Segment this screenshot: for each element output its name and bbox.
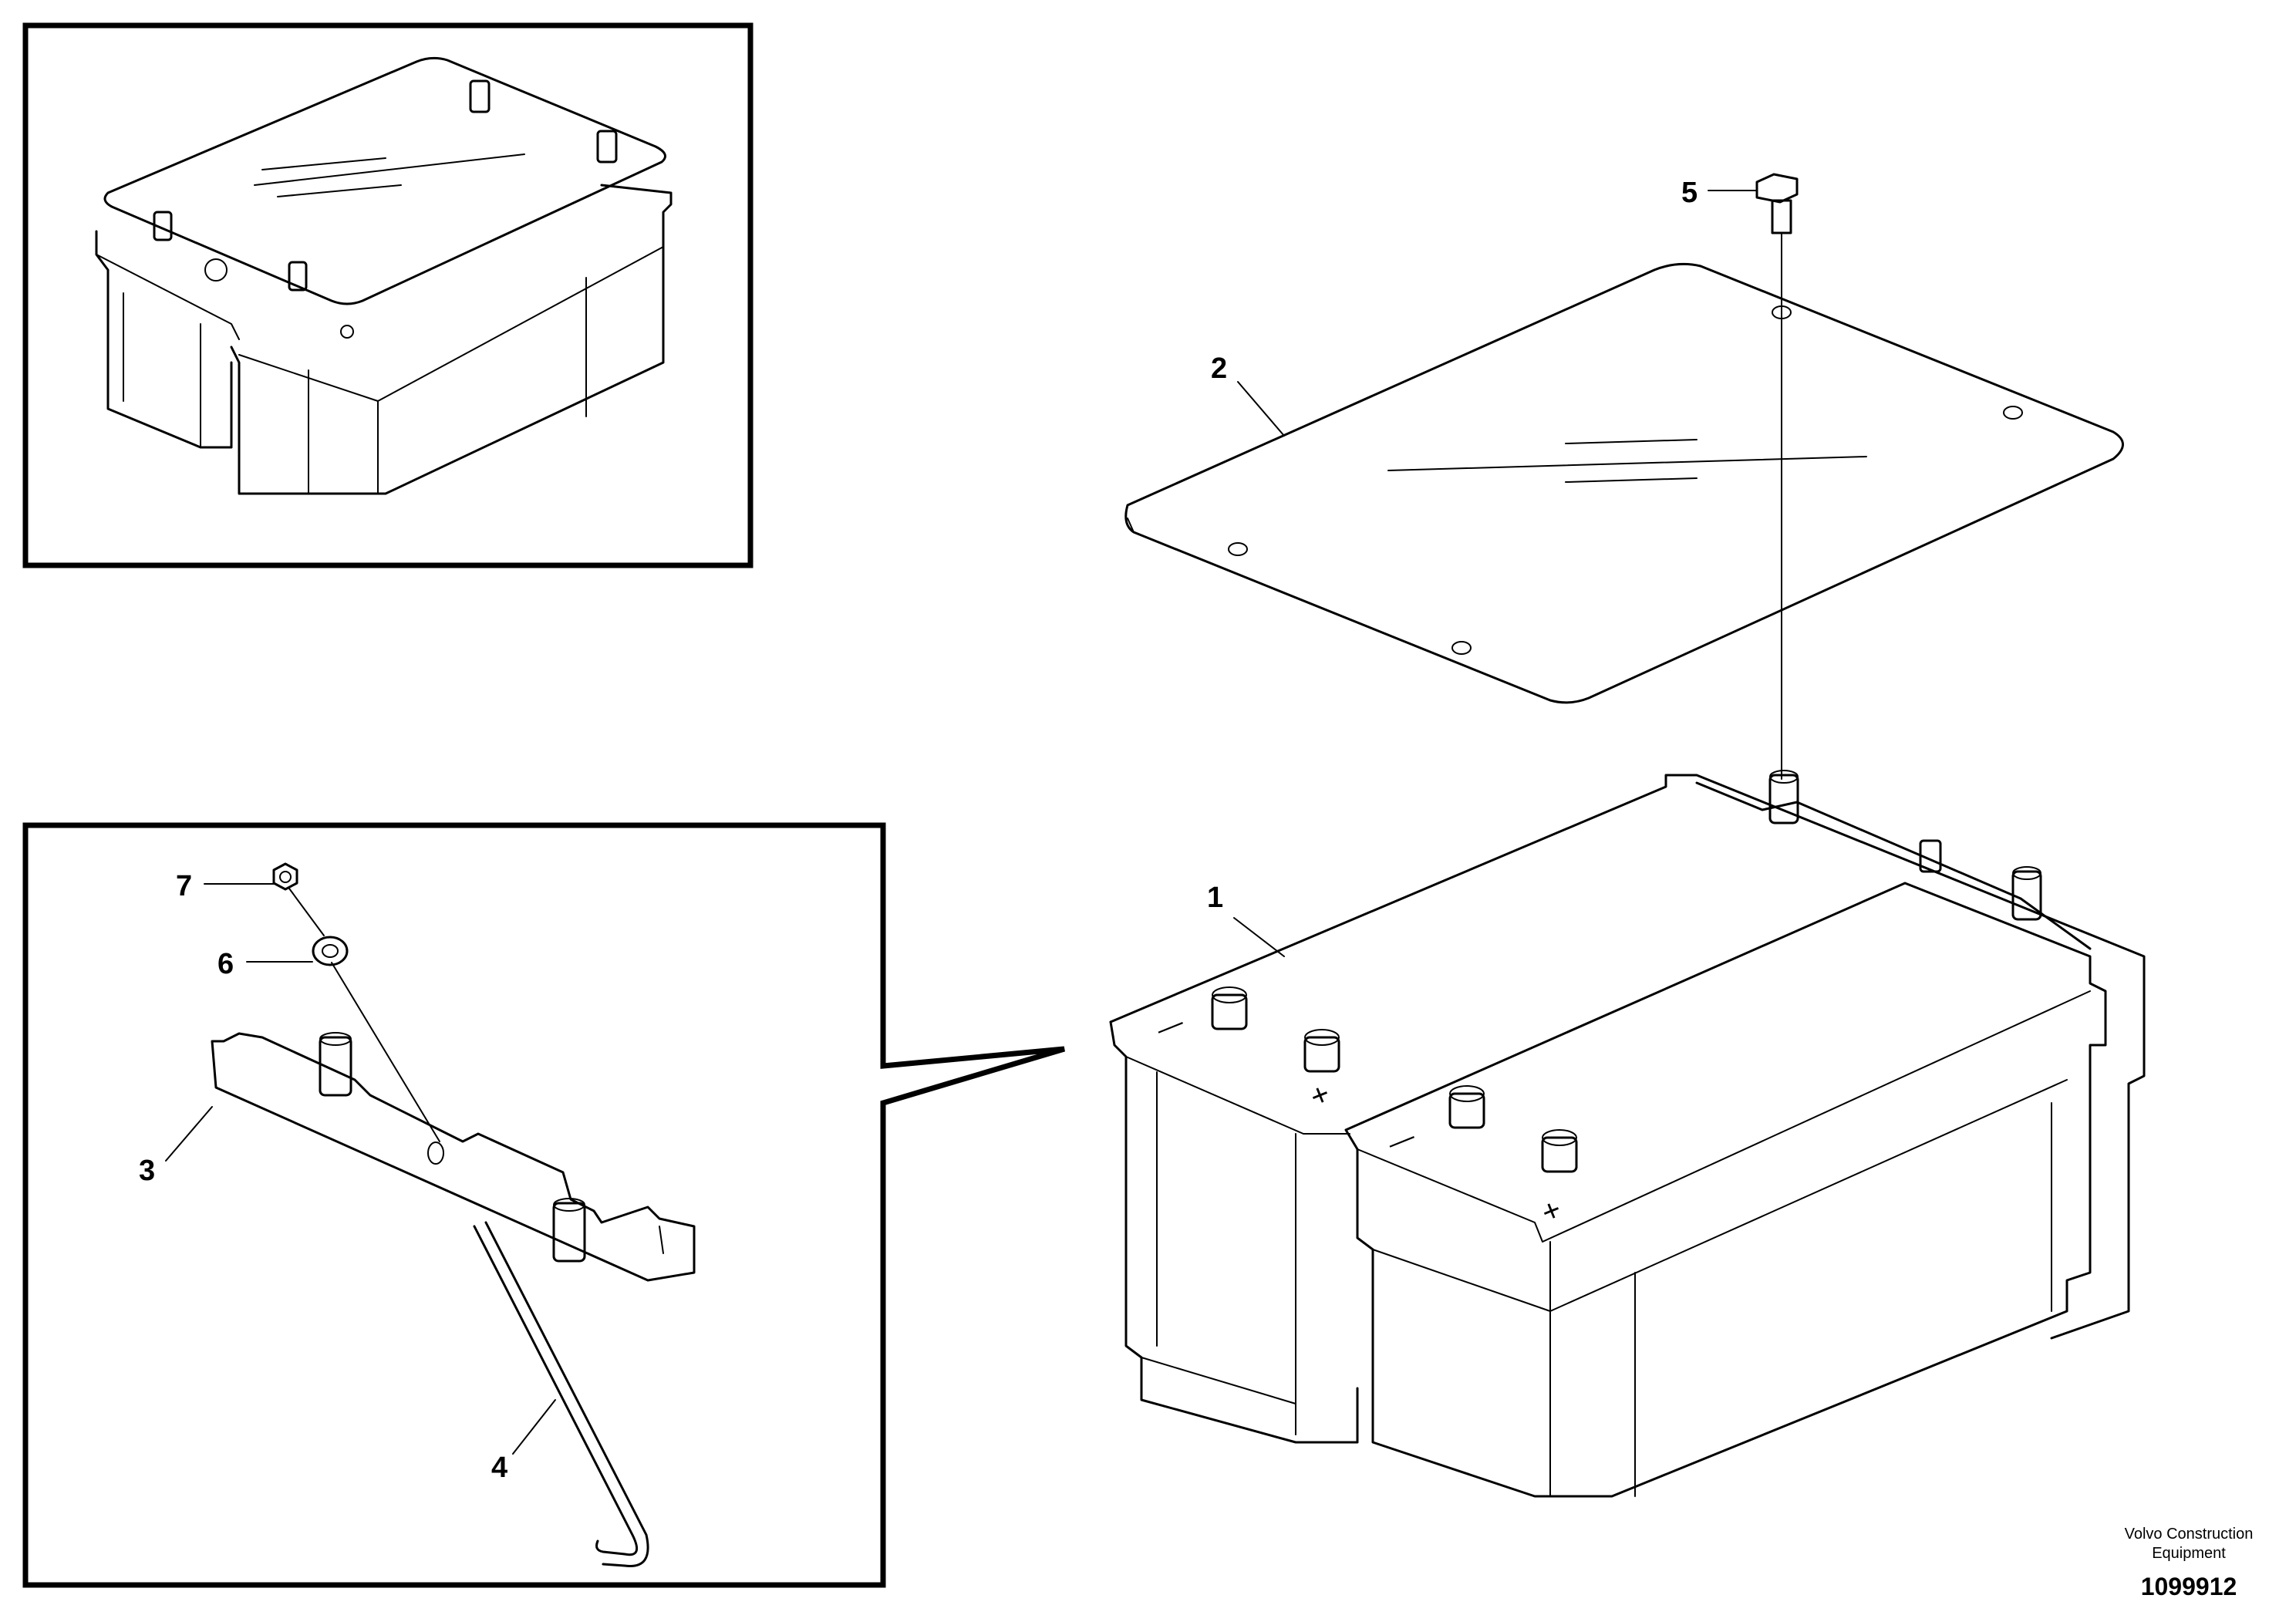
document-number: 1099912 bbox=[2141, 1573, 2237, 1600]
inset-holder-detail bbox=[22, 822, 1065, 1588]
caption-line-2: Equipment bbox=[2152, 1545, 2226, 1562]
washer-shape bbox=[288, 888, 349, 966]
callout-7: 7 bbox=[176, 870, 192, 902]
hook-rod-shape bbox=[473, 1221, 649, 1567]
nut-shape bbox=[272, 862, 298, 891]
positive-mark-rear: + bbox=[1305, 1077, 1334, 1115]
caption-line-1: Volvo Construction bbox=[2125, 1526, 2254, 1543]
battery-pair-shape bbox=[1109, 770, 2146, 1498]
callout-5: 5 bbox=[1681, 177, 1698, 209]
holder-bracket-shape bbox=[211, 962, 696, 1282]
callout-leaders bbox=[165, 190, 1758, 1455]
negative-mark-front: — bbox=[1384, 1121, 1419, 1158]
screw-shape bbox=[1755, 173, 1799, 780]
inset-assembled-view bbox=[22, 22, 754, 568]
callout-1: 1 bbox=[1207, 882, 1223, 914]
callout-2: 2 bbox=[1211, 352, 1227, 385]
callout-4: 4 bbox=[491, 1452, 507, 1484]
negative-mark-rear: — bbox=[1152, 1007, 1188, 1044]
callout-3: 3 bbox=[139, 1155, 155, 1187]
cover-plate-shape bbox=[1124, 262, 2124, 704]
positive-mark-front: + bbox=[1536, 1192, 1566, 1231]
callout-6: 6 bbox=[217, 948, 234, 980]
